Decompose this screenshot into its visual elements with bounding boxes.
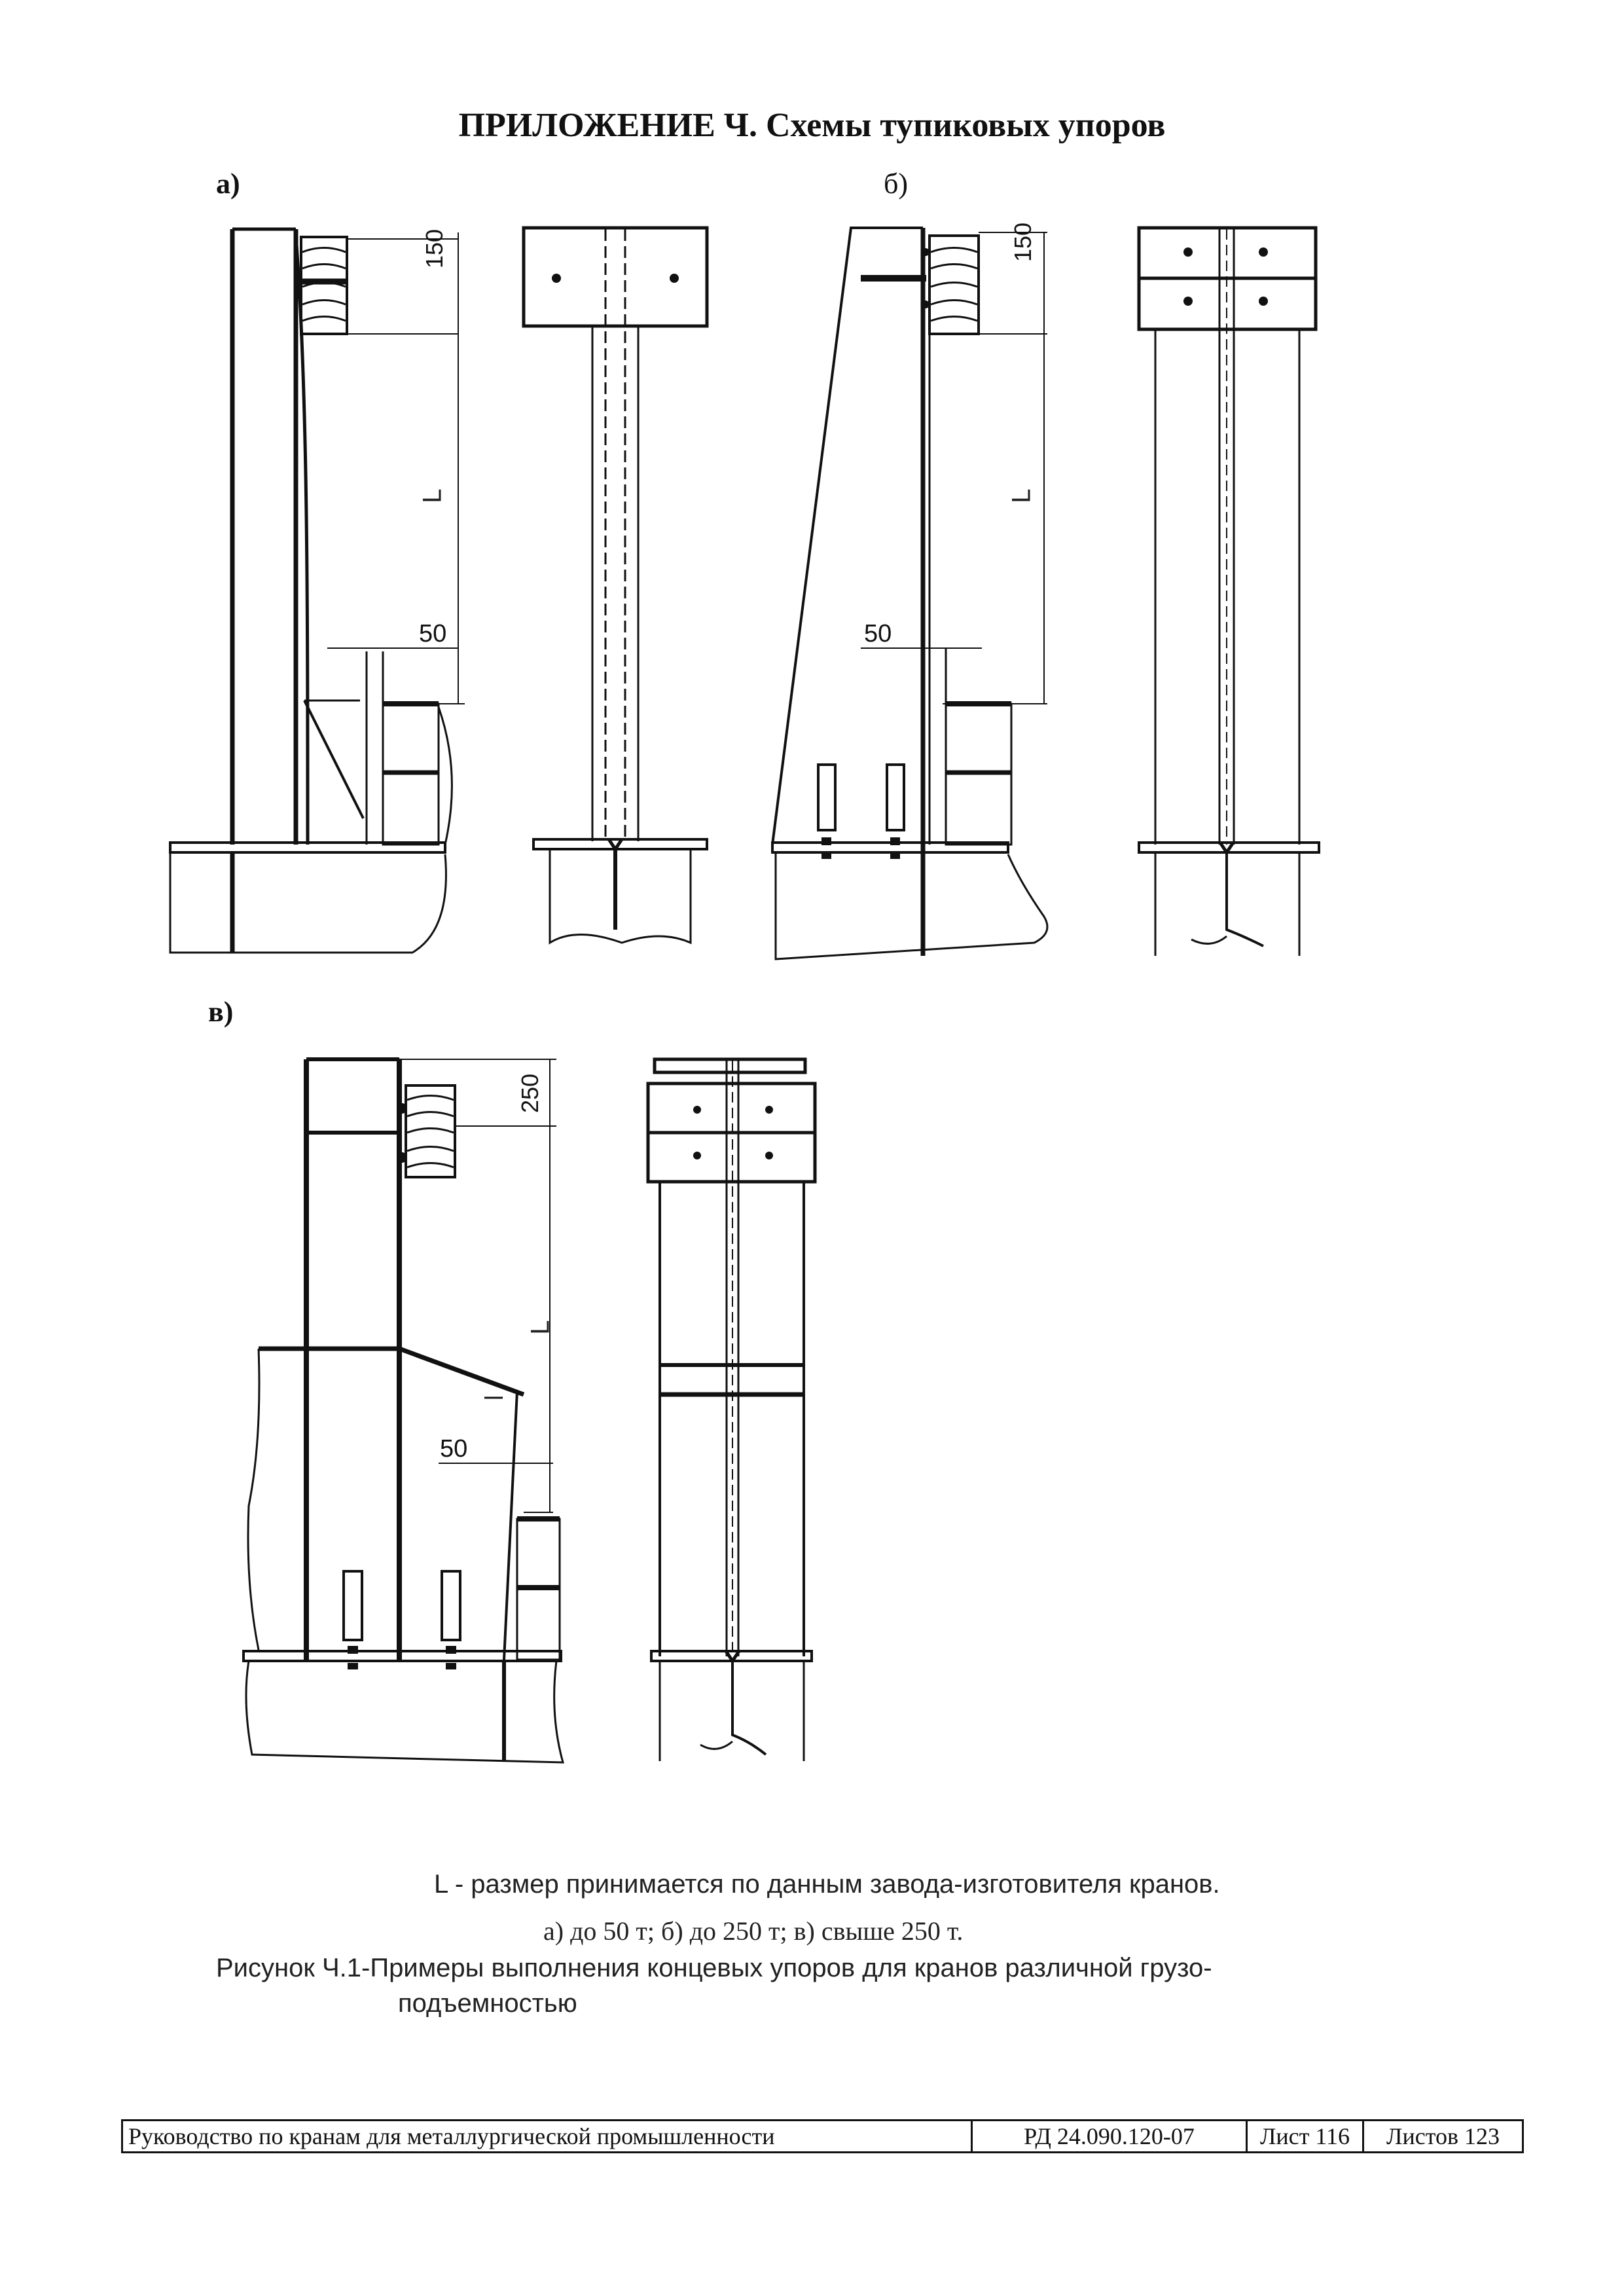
figure-caption-line1: Рисунок Ч.1-Примеры выполнения концевых … [216,1954,1212,1982]
drawing-b-front-view [1137,226,1320,956]
label-v: в) [208,996,234,1028]
dim-150-a: 150 [421,229,448,268]
dim-150-b: 150 [1009,223,1036,262]
dim-250: 250 [516,1074,543,1113]
drawing-a-front-view [522,226,709,945]
drawing-v-side-view: 250 50 [242,1057,564,1764]
page-title: ПРИЛОЖЕНИЕ Ч. Схемы тупиковых упоров [458,107,1166,144]
dim-50-v: 50 [440,1435,467,1463]
dim-L-b: L [1007,488,1036,503]
footer-doc-code: РД 24.090.120-07 [973,2121,1248,2151]
caption-note: L - размер принимается по данным завода-… [434,1870,1220,1899]
dim-50-a: 50 [419,620,446,647]
label-b: б) [884,168,909,200]
dim-L-a: L [418,488,447,503]
footer-stamp: Руководство по кранам для металлургическ… [121,2119,1524,2153]
dim-L-v: L [526,1320,555,1335]
caption-capacities: а) до 50 т; б) до 250 т; в) свыше 250 т. [543,1916,964,1946]
drawing-b-side-view: 150 50 [771,223,1049,960]
dim-50-b: 50 [864,620,892,647]
drawing-a-side-view: 150 50 [169,227,465,954]
label-a: а) [216,168,240,200]
drawing-v-front-view [646,1057,817,1761]
figure-caption-line2: подъемностью [398,1989,577,2018]
footer-sheets-total: Листов 123 [1386,2123,1500,2149]
footer-doc-title: Руководство по кранам для металлургическ… [123,2121,973,2151]
footer-sheet: Лист 116 [1248,2121,1364,2151]
